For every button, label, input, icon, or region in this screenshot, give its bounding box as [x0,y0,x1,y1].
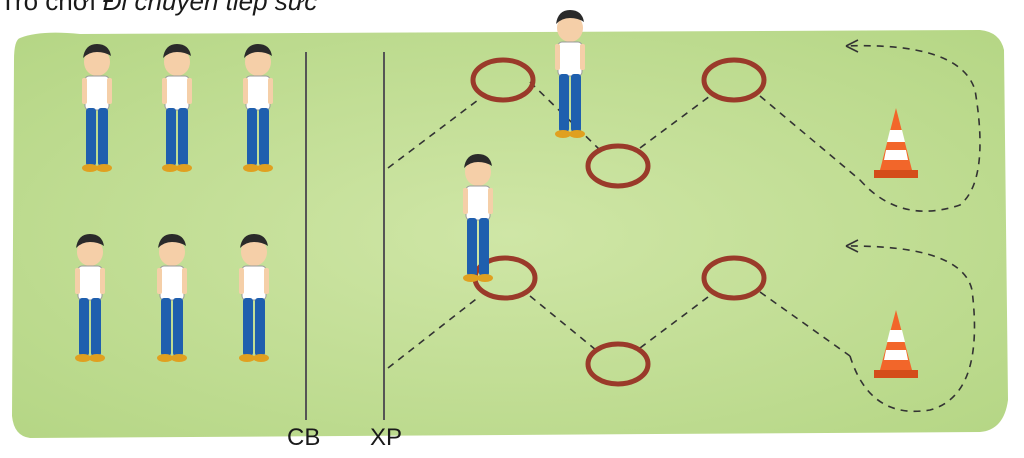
lower-return-arrow-icon [845,239,859,253]
traffic-cone-icon [874,108,918,178]
upper-return-arrow-icon [845,39,859,53]
start-line-label: CB [287,424,321,451]
upper-lane-path [387,44,981,212]
caption-prefix: Trò chơi [0,0,103,16]
traffic-cone-icon [874,310,918,378]
grass-area [12,30,1008,438]
caption-title: Đi chuyển tiếp sức [102,0,318,16]
game-caption: Trò chơi Đi chuyển tiếp sức [0,0,317,17]
lower-lane-path [387,245,976,413]
go-line-label: XP [370,424,403,451]
